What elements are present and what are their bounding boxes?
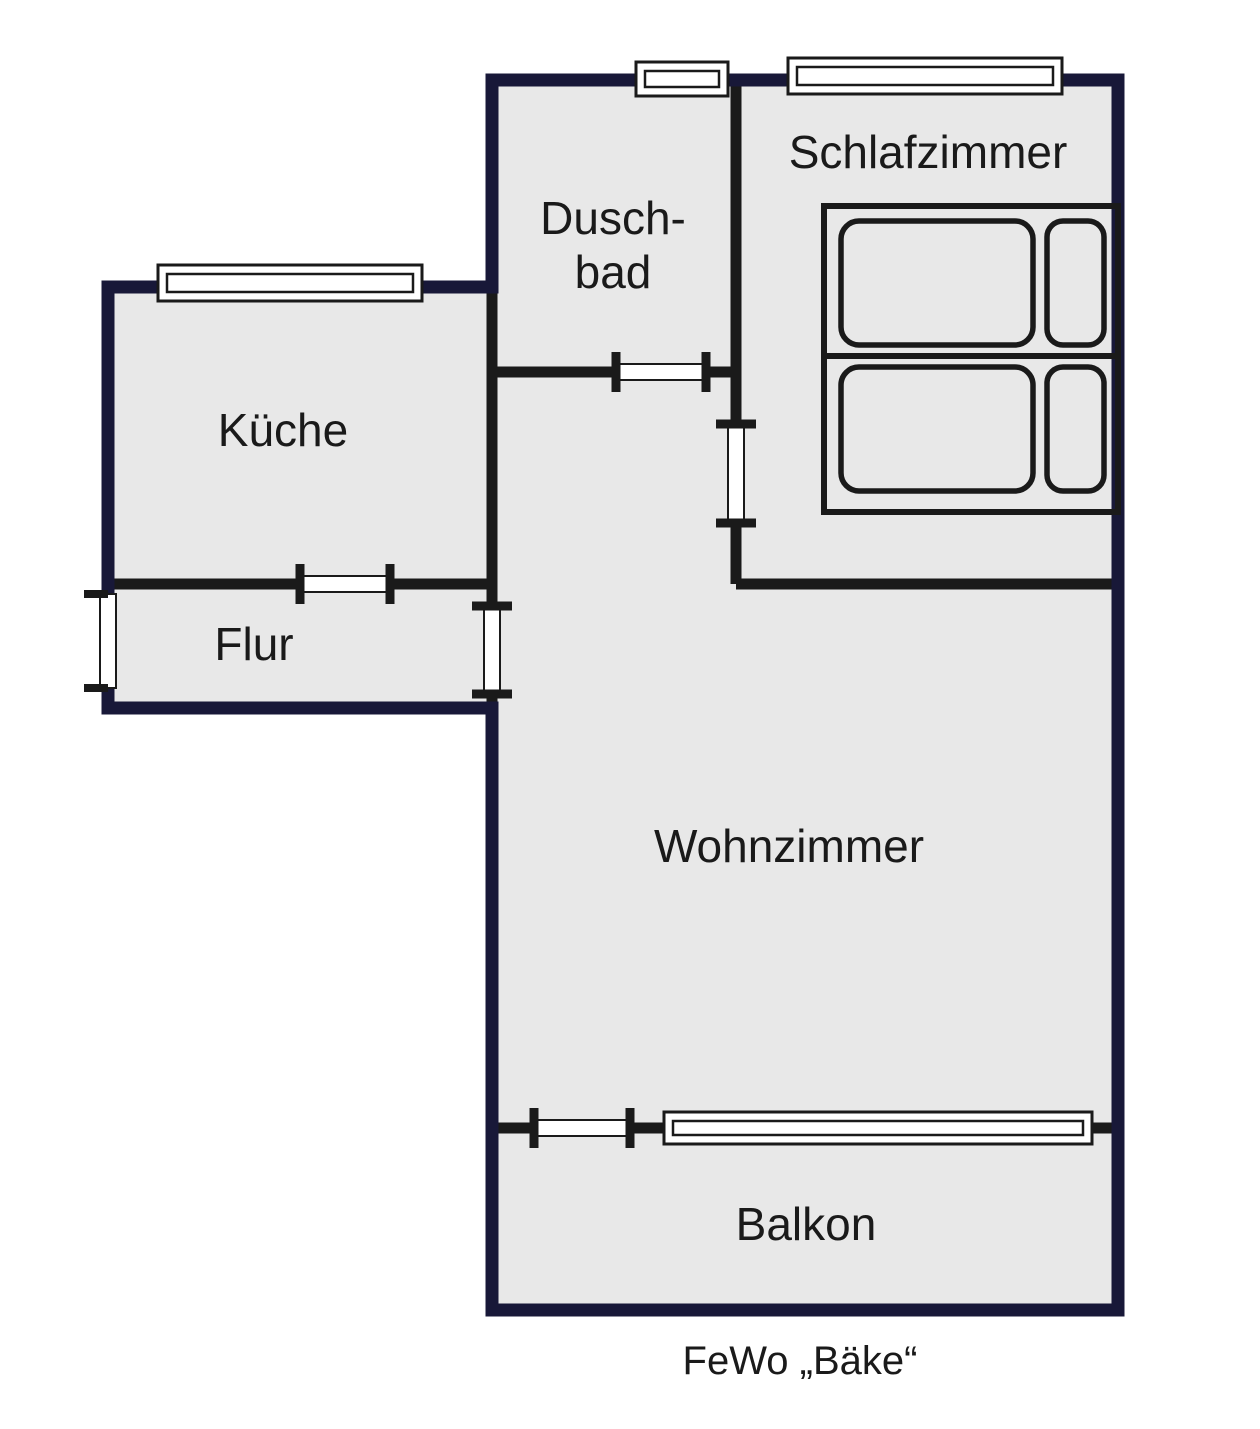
window-duschbad [634,60,730,98]
door-duschbad [611,352,711,392]
window-schlafzimmer [786,56,1064,96]
label-duschbad-line2: bad [575,246,652,298]
room-flur [114,590,486,702]
door-entry [84,590,117,692]
door-schlafzimmer [716,419,756,528]
label-kueche: Küche [218,404,348,456]
label-wohnzimmer: Wohnzimmer [654,820,924,872]
door-flur-wohnzimmer [472,601,512,699]
label-balkon: Balkon [736,1198,877,1250]
window-kueche [156,263,424,303]
double-bed-icon [821,203,1121,515]
label-schlafzimmer: Schlafzimmer [789,126,1068,178]
label-flur: Flur [214,618,293,670]
door-kueche-flur [295,564,395,604]
window-balkon [662,1110,1094,1146]
interior-walls [108,80,1118,1134]
plan-title: FeWo „Bäke“ [683,1339,918,1383]
floor-area [108,80,1118,1310]
label-duschbad-line1: Dusch- [540,192,686,244]
door-balkon [529,1108,635,1148]
